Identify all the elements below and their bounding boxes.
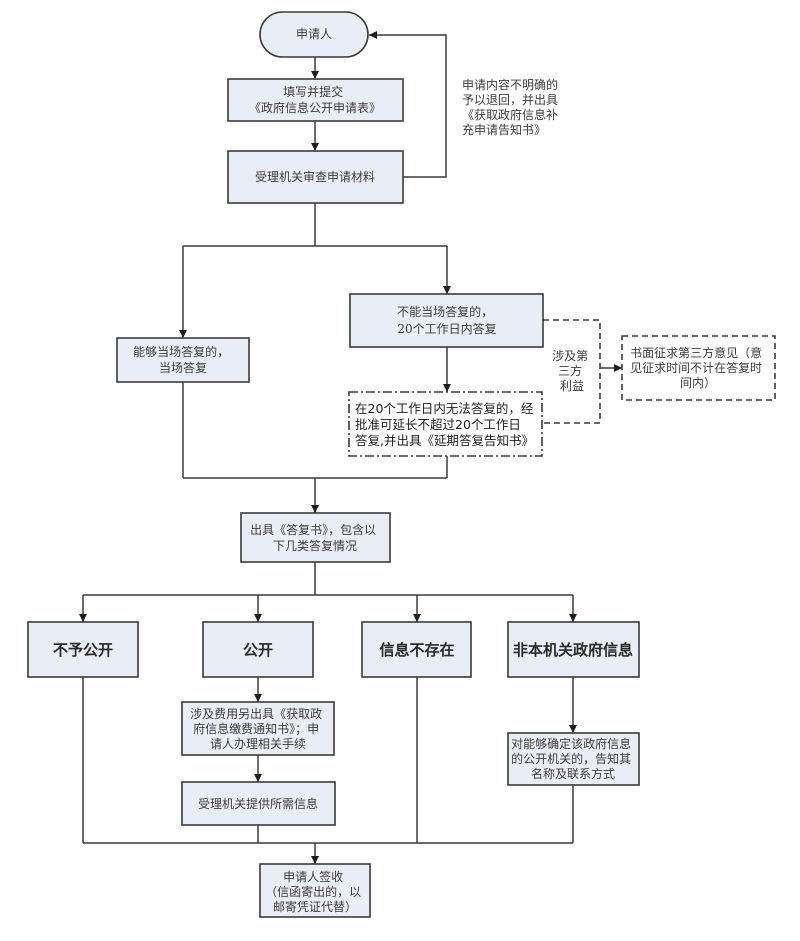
third-party-opinion-line: 见征求时间不计在答复时: [630, 360, 762, 375]
extension-node: 在20个工作日内无法答复的，经 批准可延长不超过20个工作日 答复,并出具《延期…: [348, 391, 543, 457]
fill-form-text: 填写并提交 《政府信息公开申请表》: [249, 84, 381, 115]
sign-receipt-box: [259, 863, 371, 918]
fee-notice-text: 涉及费用另出具《获取政 府信息缴费通知书》；申 请人办理相关手续: [190, 707, 326, 751]
sign-receipt-line: 邮寄凭证代替）: [273, 899, 357, 914]
third-party-opinion-line: 书面征求第三方意见（意: [630, 345, 762, 360]
outcome-other-agency-label: 非本机关政府信息: [513, 641, 633, 659]
refer-agency-box: [507, 732, 640, 786]
outcome-other-agency-box: [507, 621, 640, 678]
fill-form-box: [227, 78, 404, 122]
extension-text: 在20个工作日内无法答复的，经 批准可延长不超过20个工作日 答复,并出具《延期…: [355, 401, 537, 448]
return-note: 申请内容不明确的 予以退回，并出具 《获取政府信息补 充申请告知书》: [462, 77, 562, 137]
refer-agency-line: 名称及联系方式: [531, 766, 615, 781]
not-on-spot-node: 不能当场答复的， 20个工作日内答复: [349, 293, 544, 348]
outcome-disclose-box: [202, 621, 314, 678]
reply-letter-box: [240, 512, 391, 563]
on-spot-node: 能够当场答复的， 当场答复: [116, 337, 250, 383]
fee-notice-box: [181, 701, 335, 756]
extension-line: 答复,并出具《延期答复告知书》: [355, 433, 534, 448]
reply-letter-node: 出具《答复书》，包含以 下几类答复情况: [240, 512, 391, 563]
on-spot-text: 能够当场答复的， 当场答复: [133, 344, 233, 375]
extension-line: 在20个工作日内无法答复的，经: [355, 401, 534, 416]
sign-receipt-line: （信函寄出的，以: [265, 884, 361, 899]
fill-form-line: 《政府信息公开申请表》: [249, 100, 381, 115]
return-note-line: 《获取政府信息补: [462, 107, 558, 122]
refer-agency-line: 的公开机关的，告知其: [511, 751, 631, 766]
third-party-label-line: 利益: [560, 379, 584, 393]
fee-notice-node: 涉及费用另出具《获取政 府信息缴费通知书》；申 请人办理相关手续: [181, 701, 335, 756]
reply-letter-line: 下几类答复情况: [273, 538, 357, 553]
reply-letter-line: 出具《答复书》，包含以: [250, 522, 376, 537]
start-label: 申请人: [296, 27, 332, 41]
return-note-line: 充申请告知书》: [462, 122, 546, 137]
review-text: 受理机关审查申请材料: [255, 169, 375, 184]
third-party-opinion-node: 书面征求第三方意见（意 见征求时间不计在答复时 间内）: [621, 335, 776, 401]
start-node: 申请人: [259, 11, 369, 58]
fee-notice-line: 府信息缴费通知书》；申: [193, 721, 319, 736]
not-on-spot-box: [349, 293, 544, 348]
provide-info-node: 受理机关提供所需信息: [181, 781, 336, 826]
refer-agency-line: 对能够确定该政府信息: [511, 736, 631, 751]
return-note-line: 申请内容不明确的: [462, 77, 558, 92]
return-loop-connector: [369, 31, 447, 178]
on-spot-line: 能够当场答复的，: [133, 344, 229, 359]
outcome-disclose-node: 公开: [202, 621, 314, 678]
outcome-other-agency-node: 非本机关政府信息: [507, 621, 640, 678]
sign-receipt-text: 申请人签收 （信函寄出的，以 邮寄凭证代替）: [265, 869, 365, 914]
fee-notice-line: 请人办理相关手续: [210, 736, 306, 751]
return-note-line: 予以退回，并出具: [462, 93, 558, 107]
review-node: 受理机关审查申请材料: [227, 150, 404, 204]
outcome-not-exist-label: 信息不存在: [379, 641, 454, 659]
outcome-disclose-label: 公开: [243, 641, 273, 659]
outcome-not-exist-box: [361, 621, 472, 678]
provide-info-box: [181, 781, 336, 826]
sign-receipt-line: 申请人签收: [283, 869, 343, 884]
sign-receipt-node: 申请人签收 （信函寄出的，以 邮寄凭证代替）: [259, 863, 371, 918]
outcome-deny-label: 不予公开: [53, 641, 113, 659]
third-party-opinion-box: [621, 335, 776, 401]
third-party-opinion-text: 书面征求第三方意见（意 见征求时间不计在答复时 间内）: [630, 345, 766, 390]
fee-notice-line: 涉及费用另出具《获取政: [190, 707, 322, 721]
extension-box: [348, 391, 543, 457]
outcome-deny-box: [27, 621, 139, 678]
on-spot-line: 当场答复: [159, 360, 207, 375]
provide-info-text: 受理机关提供所需信息: [198, 796, 318, 811]
fill-form-line: 填写并提交: [283, 84, 343, 99]
refer-agency-text: 对能够确定该政府信息 的公开机关的，告知其 名称及联系方式: [511, 736, 635, 781]
third-party-opinion-line: 间内）: [680, 376, 716, 390]
review-box: [227, 150, 404, 204]
outcome-deny-node: 不予公开: [27, 621, 139, 678]
start-terminal-shape: [259, 11, 369, 58]
extension-line: 批准可延长不超过20个工作日: [355, 417, 521, 432]
third-party-label-line: 涉及第: [552, 349, 588, 363]
refer-agency-node: 对能够确定该政府信息 的公开机关的，告知其 名称及联系方式: [507, 732, 640, 786]
third-party-label: 涉及第 三方 利益: [552, 349, 592, 393]
reply-letter-text: 出具《答复书》，包含以 下几类答复情况: [250, 522, 380, 553]
not-on-spot-line: 不能当场答复的，: [397, 304, 493, 319]
outcome-not-exist-node: 信息不存在: [361, 621, 472, 678]
third-party-label-line: 三方: [558, 363, 582, 378]
fill-form-node: 填写并提交 《政府信息公开申请表》: [227, 78, 404, 122]
not-on-spot-line: 20个工作日内答复: [397, 321, 496, 336]
not-on-spot-text: 不能当场答复的， 20个工作日内答复: [397, 304, 497, 336]
